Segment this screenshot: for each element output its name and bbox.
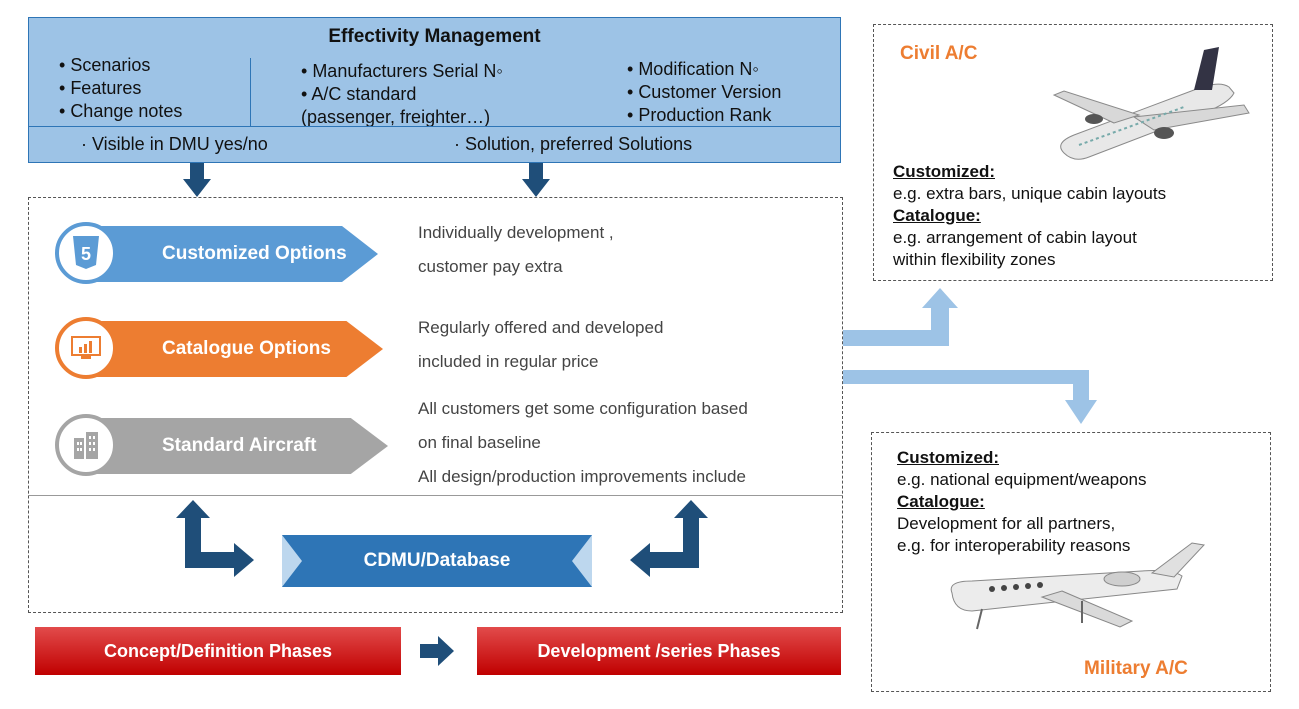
catalogue-options-banner: Catalogue Options	[78, 321, 383, 377]
cdmu-database-banner: CDMU/Database	[282, 535, 592, 587]
effectivity-management-box: Effectivity Management Scenarios Feature…	[28, 17, 841, 163]
civil-ac-text: Customized: e.g. extra bars, unique cabi…	[893, 161, 1166, 271]
bent-arrow-icon	[630, 500, 708, 577]
desc-line: included in regular price	[418, 352, 599, 371]
military-ac-box: Customized: e.g. national equipment/weap…	[871, 432, 1271, 692]
right-arrow-icon	[420, 636, 454, 666]
html5-shield-icon: 5	[55, 222, 117, 284]
customized-text: e.g. national equipment/weapons	[897, 470, 1147, 489]
divider	[28, 495, 843, 496]
list-item-note: (passenger, freighter…)	[301, 107, 491, 127]
divider	[29, 126, 840, 127]
customized-heading: Customized:	[897, 448, 999, 467]
customized-options-label: Customized Options	[162, 243, 347, 264]
effectivity-bottom-right: · Solution, preferred Solutions	[454, 134, 693, 154]
desc-line: Individually development ,	[418, 223, 614, 242]
list-item: Scenarios	[59, 54, 182, 77]
development-phase-label: Development /series Phases	[537, 640, 781, 661]
catalogue-options-label: Catalogue Options	[162, 338, 331, 359]
business-jet-image	[950, 542, 1206, 630]
standard-aircraft-desc: All customers get some configuration bas…	[418, 392, 748, 494]
customized-heading: Customized:	[893, 162, 995, 181]
list-item: Features	[59, 77, 182, 100]
concept-phase-label: Concept/Definition Phases	[103, 640, 333, 661]
development-phase-bar: Development /series Phases	[477, 627, 841, 675]
list-item: Production Rank	[627, 104, 781, 127]
desc-line: customer pay extra	[418, 257, 563, 276]
effectivity-bottom-left: · Visible in DMU yes/no	[81, 134, 268, 154]
effectivity-col-3: Modification N◦ Customer Version Product…	[627, 58, 781, 127]
divider	[250, 58, 251, 126]
cdmu-label: CDMU/Database	[363, 550, 511, 571]
catalogue-heading: Catalogue:	[897, 492, 985, 511]
catalogue-text: within flexibility zones	[893, 250, 1056, 269]
airliner-image	[1052, 47, 1250, 160]
catalogue-heading: Catalogue:	[893, 206, 981, 225]
list-item: Change notes	[59, 100, 182, 123]
buildings-icon	[55, 414, 117, 476]
desc-line: All design/production improvements inclu…	[418, 467, 746, 486]
standard-aircraft-banner: Standard Aircraft	[78, 418, 388, 474]
customized-text: e.g. extra bars, unique cabin layouts	[893, 184, 1167, 203]
desc-line: on final baseline	[418, 433, 541, 452]
customized-options-desc: Individually development , customer pay …	[418, 216, 614, 284]
catalogue-text: Development for all partners,	[897, 514, 1116, 533]
effectivity-col-2: Manufacturers Serial N◦ A/C standard (pa…	[301, 60, 503, 129]
connector-arrows	[843, 288, 1097, 424]
customized-options-banner: Customized Options	[78, 226, 378, 282]
monitor-chart-icon	[55, 317, 117, 379]
effectivity-col-1: Scenarios Features Change notes	[59, 54, 182, 123]
list-item: Modification N◦	[627, 58, 781, 81]
civil-ac-box: Civil A/C Customized: e.g. extra bars, u…	[873, 24, 1273, 281]
effectivity-title: Effectivity Management	[328, 26, 541, 47]
concept-phase-bar: Concept/Definition Phases	[35, 627, 401, 675]
civil-ac-title: Civil A/C	[900, 43, 978, 64]
standard-aircraft-label: Standard Aircraft	[162, 435, 317, 456]
catalogue-options-desc: Regularly offered and developed included…	[418, 311, 663, 379]
list-item: Manufacturers Serial N◦	[301, 60, 502, 83]
catalogue-text: e.g. arrangement of cabin layout	[893, 228, 1137, 247]
military-ac-title: Military A/C	[1084, 658, 1188, 679]
down-arrow-icon	[183, 163, 211, 197]
list-item: Customer Version	[627, 81, 781, 104]
desc-line: Regularly offered and developed	[418, 318, 664, 337]
list-item: A/C standard	[301, 83, 503, 106]
options-panel	[28, 197, 843, 613]
down-arrow-icon	[522, 163, 550, 197]
military-ac-text: Customized: e.g. national equipment/weap…	[897, 447, 1147, 557]
svg-text:5: 5	[81, 244, 91, 264]
desc-line: All customers get some configuration bas…	[418, 399, 748, 418]
bent-arrow-icon	[176, 500, 254, 577]
catalogue-text: e.g. for interoperability reasons	[897, 536, 1131, 555]
